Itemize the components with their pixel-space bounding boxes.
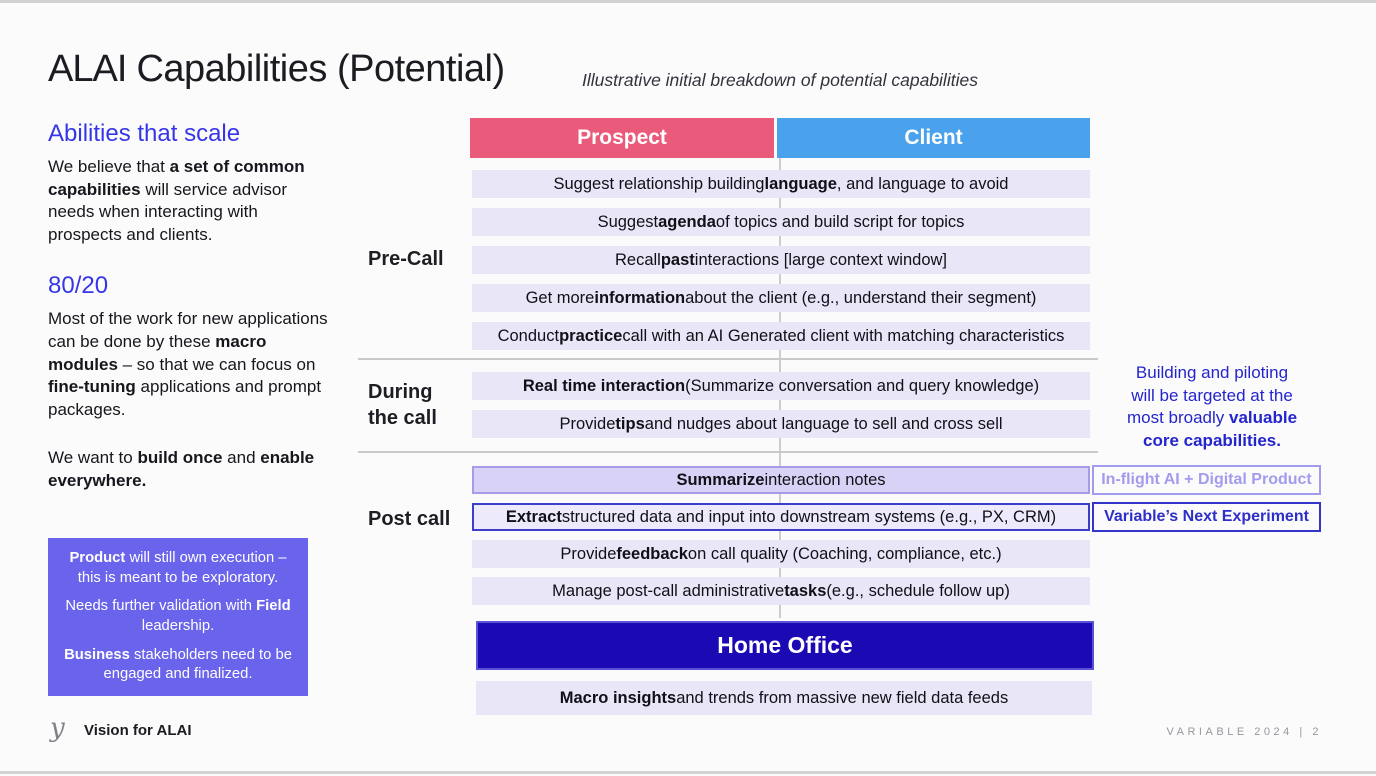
slide-subtitle: Illustrative initial breakdown of potent… (582, 70, 978, 90)
section-label-post-call: Post call (368, 508, 451, 530)
home-office-banner: Home Office (476, 621, 1094, 670)
bottom-edge-line (0, 771, 1376, 774)
footer-page-number: VARIABLE 2024 | 2 (1166, 726, 1322, 738)
callout-line-business: Business stakeholders need to be engaged… (64, 646, 292, 683)
capability-row: Summarize interaction notes (472, 466, 1090, 494)
capability-row: Extract structured data and input into d… (472, 503, 1090, 531)
heading-abilities-that-scale: Abilities that scale (48, 120, 241, 147)
right-note-building-piloting: Building and piloting will be targeted a… (1126, 363, 1298, 450)
column-header-prospect: Prospect (470, 118, 774, 158)
callout-box: Product will still own execution – this … (48, 538, 308, 696)
tag-variables-next-experiment: Variable’s Next Experiment (1092, 502, 1321, 532)
callout-line-product: Product will still own execution – this … (69, 550, 287, 586)
pre-call-rows: Suggest relationship building language, … (472, 170, 1090, 350)
section-divider-during-post (358, 451, 1098, 453)
capability-row: Conduct practice call with an AI Generat… (472, 322, 1090, 350)
capability-row: Manage post-call administrative tasks (e… (472, 577, 1090, 605)
capability-row: Get more information about the client (e… (472, 284, 1090, 312)
capability-row: Provide tips and nudges about language t… (472, 410, 1090, 438)
tag-inflight-ai-digital-product: In-flight AI + Digital Product (1092, 465, 1321, 495)
column-header-client: Client (777, 118, 1090, 158)
paragraph-macro-modules: Most of the work for new applications ca… (48, 309, 328, 419)
footer-title: Vision for ALAI (84, 722, 192, 739)
capability-row: Real time interaction (Summarize convers… (472, 372, 1090, 400)
left-panel: Abilities that scale We believe that a s… (48, 120, 328, 493)
heading-80-20: 80/20 (48, 272, 109, 300)
section-divider-precall-during (358, 358, 1098, 360)
column-headers: Prospect Client (470, 118, 1090, 158)
capability-row: Provide feedback on call quality (Coachi… (472, 540, 1090, 568)
capability-row: Recall past interactions [large context … (472, 246, 1090, 274)
page-title: ALAI Capabilities (Potential) (48, 48, 505, 91)
brand-logo-y: y (50, 713, 65, 743)
paragraph-common-capabilities: We believe that a set of common capabili… (48, 157, 305, 244)
capability-row: Suggest agenda of topics and build scrip… (472, 208, 1090, 236)
top-edge-line (0, 0, 1376, 3)
capability-row: Suggest relationship building language, … (472, 170, 1090, 198)
title-prefix: ALAI (48, 48, 127, 90)
callout-line-field: Needs further validation with Field lead… (65, 598, 291, 634)
paragraph-build-once: We want to build once and enable everywh… (48, 448, 315, 491)
section-label-pre-call: Pre-Call (368, 248, 444, 270)
macro-insights-row: Macro insights and trends from massive n… (476, 681, 1092, 715)
during-call-rows: Real time interaction (Summarize convers… (472, 372, 1090, 438)
title-rest: Capabilities (Potential) (126, 48, 505, 90)
section-label-during-the-call: During the call (368, 381, 437, 430)
